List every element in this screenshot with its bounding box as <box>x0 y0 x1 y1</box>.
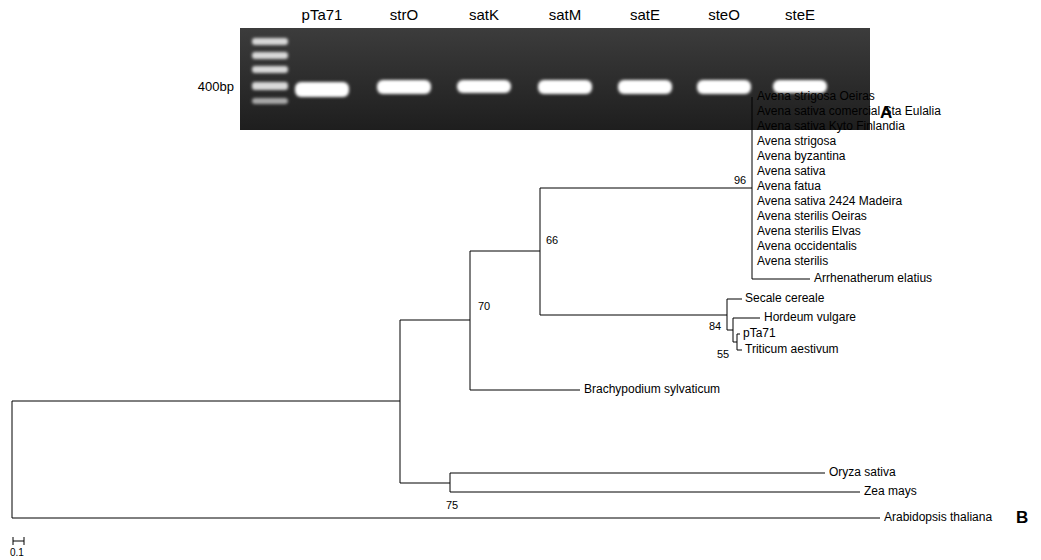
taxon-label: Hordeum vulgare <box>764 311 856 325</box>
taxon-label: Avena strigosa <box>757 135 836 149</box>
taxon-label: Avena sativa <box>757 165 826 179</box>
taxon-label: Avena fatua <box>757 180 821 194</box>
taxon-label: pTa71 <box>743 327 776 341</box>
taxon-label: Brachypodium sylvaticum <box>584 383 720 397</box>
bootstrap-value: 55 <box>717 348 729 361</box>
taxon-label: Secale cereale <box>745 292 824 306</box>
taxon-label: Avena sativa Kyto Finlandia <box>757 120 905 134</box>
lane-label: satK <box>469 6 499 23</box>
taxon-label: Avena strigosa Oeiras <box>757 90 875 104</box>
lane-label: satM <box>549 6 582 23</box>
lane-label: pTa71 <box>302 6 343 23</box>
taxon-label: Triticum aestivum <box>745 343 839 357</box>
tree-branches <box>12 97 880 518</box>
bootstrap-value: 84 <box>709 320 721 333</box>
lane-label: steE <box>785 6 815 23</box>
taxon-label: Avena sterilis Elvas <box>757 225 861 239</box>
bootstrap-value: 75 <box>446 499 458 512</box>
bootstrap-value: 70 <box>478 300 490 313</box>
sample-bands <box>295 80 827 97</box>
taxon-label: Avena byzantina <box>757 150 846 164</box>
taxon-label: Avena sterilis <box>757 255 828 269</box>
scale-bar <box>13 537 24 545</box>
panel-letter: B <box>1016 508 1028 528</box>
taxon-label: Zea mays <box>864 485 917 499</box>
taxon-label: Arabidopsis thaliana <box>884 511 992 525</box>
size-marker: 400bp <box>198 80 234 95</box>
scale-label: 0.1 <box>10 547 24 559</box>
bootstrap-value: 96 <box>734 174 746 187</box>
taxon-label: Avena sterilis Oeiras <box>757 210 867 224</box>
taxon-label: Avena sativa 2424 Madeira <box>757 195 902 209</box>
taxon-label: Avena sativa comercial Sta Eulalia <box>757 105 941 119</box>
lane-label: satE <box>630 6 660 23</box>
taxon-label: Oryza sativa <box>829 466 896 480</box>
taxon-label: Arrhenatherum elatius <box>814 272 932 286</box>
taxon-label: Avena occidentalis <box>757 240 857 254</box>
lane-label: strO <box>390 6 418 23</box>
lane-label: steO <box>708 6 740 23</box>
bootstrap-value: 66 <box>546 234 558 247</box>
ladder-bands <box>252 38 288 104</box>
